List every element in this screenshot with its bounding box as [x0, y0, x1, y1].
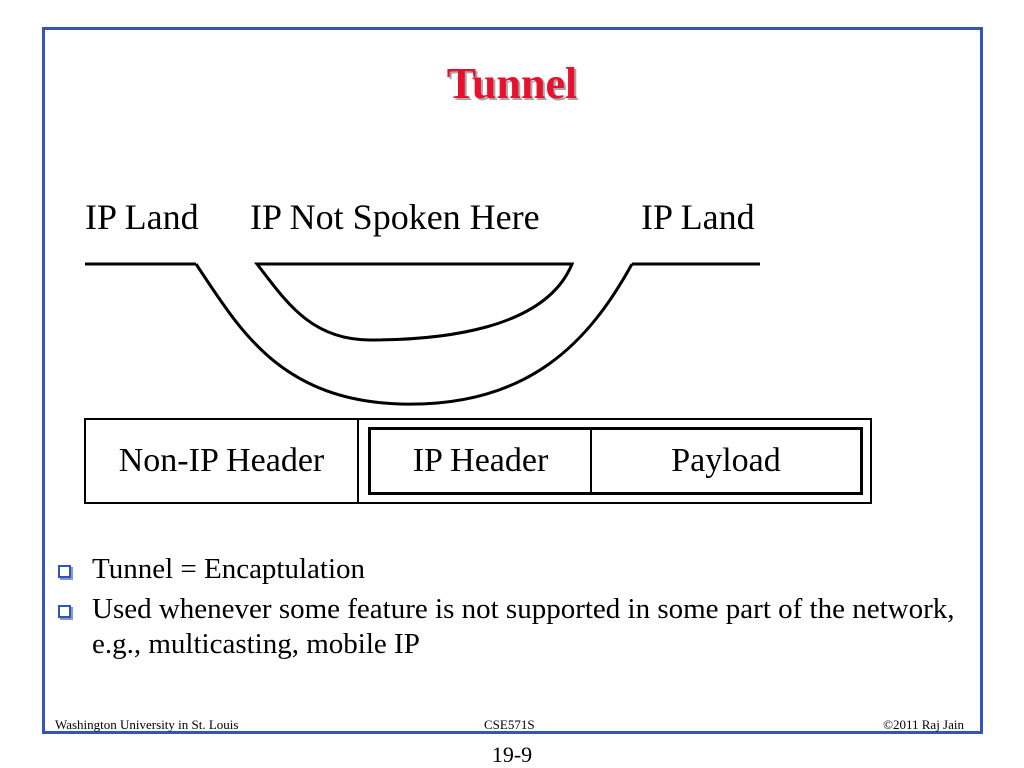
label-ip-not-spoken-here: IP Not Spoken Here: [250, 197, 540, 237]
label-ip-land-right: IP Land: [641, 197, 755, 237]
tunnel-path: [194, 263, 634, 406]
footer-copyright: ©2011 Raj Jain: [883, 717, 964, 732]
slide-frame: [42, 27, 983, 734]
no-ip-region-shape: [253, 262, 575, 342]
bullet-item: Tunnel = Encaptulation: [56, 552, 976, 587]
footer-course: CSE571S: [484, 717, 535, 732]
payload-label: Payload: [671, 442, 781, 479]
non-ip-header-cell: Non-IP Header: [86, 420, 359, 502]
payload-cell: Payload: [592, 430, 860, 492]
bullet-item: Used whenever some feature is not suppor…: [56, 592, 976, 662]
ip-header-cell: IP Header: [371, 430, 592, 492]
bullet-text: Tunnel = Encaptulation: [92, 553, 366, 585]
hollow-square-bullet-icon: [58, 605, 71, 618]
label-ip-land-left: IP Land: [85, 197, 199, 237]
ip-header-label: IP Header: [412, 442, 549, 479]
inner-ip-packet: IP Header Payload: [368, 427, 863, 495]
footer-institution: Washington University in St. Louis: [55, 717, 239, 732]
encapsulated-packet: Non-IP Header IP Header Payload: [84, 418, 872, 504]
bullet-list: Tunnel = Encaptulation Used whenever som…: [56, 552, 976, 667]
bullet-text: Used whenever some feature is not suppor…: [92, 593, 955, 660]
slide-title: Tunnel: [446, 59, 578, 108]
non-ip-header-label: Non-IP Header: [118, 442, 325, 479]
page-number: 19-9: [491, 742, 533, 767]
hollow-square-bullet-icon: [58, 565, 71, 578]
